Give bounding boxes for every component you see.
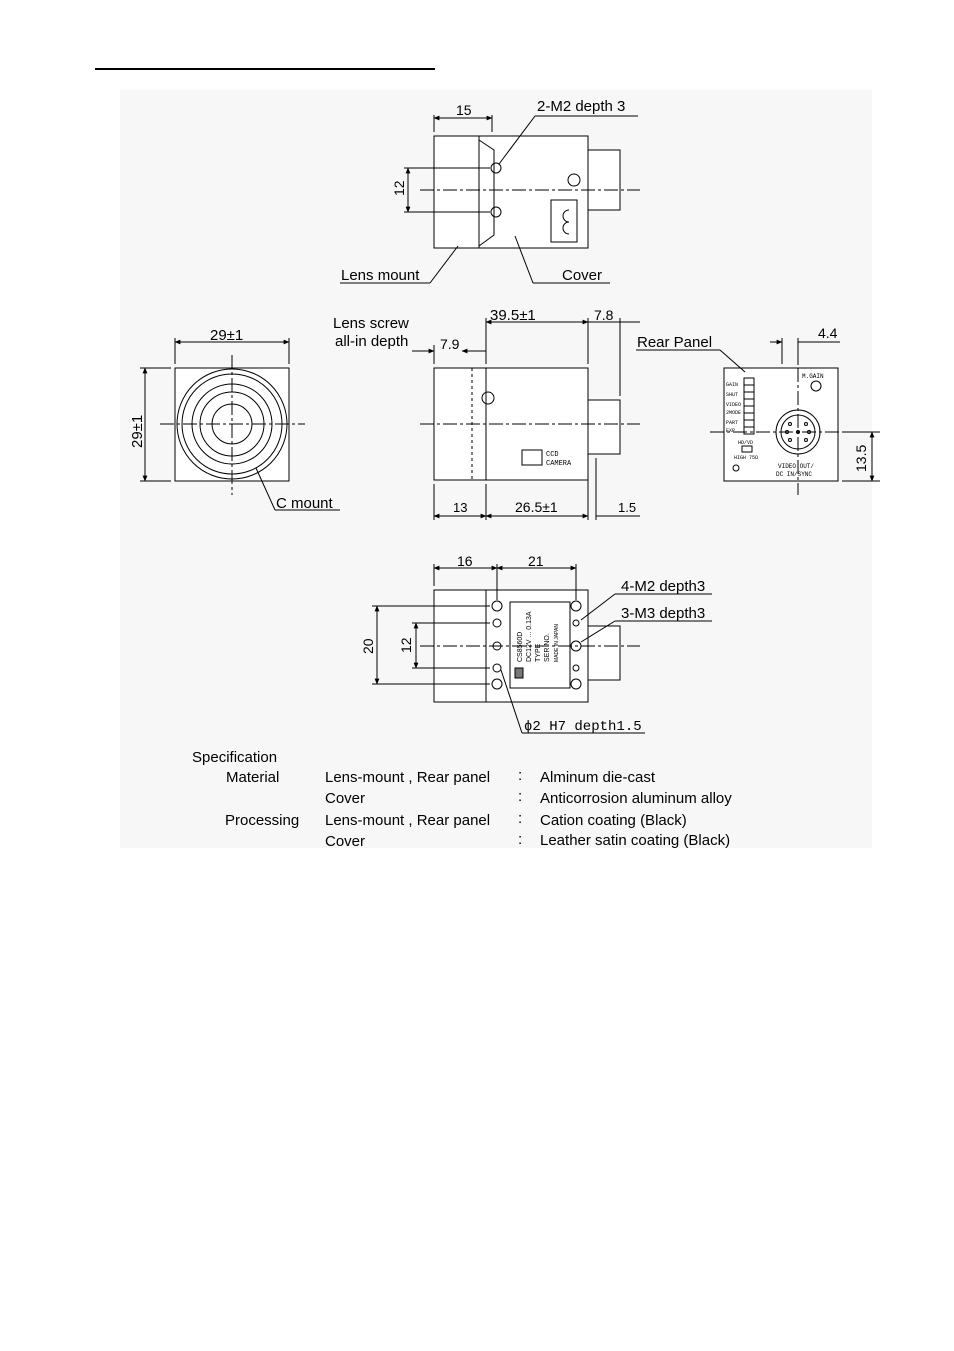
side-dim-body: 26.5±1: [515, 499, 558, 515]
bottom-callout-hole: ϕ2 H7 depth1.5: [524, 719, 642, 735]
side-dim-total: 39.5±1: [490, 307, 536, 324]
side-label-lens-screw-2: all-in depth: [335, 333, 408, 350]
rear-dim-offset: 4.4: [818, 325, 838, 341]
spec-sep: :: [518, 767, 523, 784]
rear-label-video-1: VIDEO OUT/: [778, 463, 814, 470]
spec-sep: :: [518, 831, 523, 848]
spec-value: Leather satin coating (Black): [540, 832, 731, 849]
bottom-callout-m3: 3-M3 depth3: [621, 605, 705, 622]
spec-group-processing: Processing: [225, 812, 300, 829]
side-label-lens-screw-1: Lens screw: [333, 315, 409, 332]
nameplate-line: CS8560D: [517, 632, 524, 662]
side-body-mark-2: CAMERA: [546, 460, 572, 468]
rear-dim-height: 13.5: [853, 445, 869, 472]
rear-switch-video: VIDEO: [726, 402, 741, 408]
spec-sep: :: [518, 788, 523, 805]
nameplate-line: TYPE: [535, 643, 542, 662]
side-dim-rear: 7.8: [594, 307, 614, 323]
spec-part: Lens-mount , Rear panel: [325, 812, 491, 829]
rear-switch-gain: GAIN: [726, 382, 738, 388]
spec-value: Cation coating (Black): [540, 812, 687, 829]
side-view: [412, 318, 640, 520]
front-label-c-mount: C mount: [276, 495, 334, 512]
spec-group-material: Material: [226, 769, 280, 786]
rear-switch-2mode: 2MODE: [726, 410, 741, 416]
side-dim-front: 13: [453, 500, 467, 515]
spec-part: Cover: [325, 790, 366, 807]
bottom-dim-left: 16: [457, 553, 473, 569]
rear-switch-exp: EXP: [726, 428, 735, 434]
rear-label-video-2: DC IN/SYNC: [776, 471, 812, 478]
header-rule: [95, 68, 435, 70]
rear-panel: [636, 338, 880, 495]
bottom-dim-right: 21: [528, 553, 544, 569]
rear-label-high: HIGH 75Ω: [734, 455, 758, 461]
spec-part: Lens-mount , Rear panel: [325, 769, 491, 786]
rear-label-m-gain: M.GAIN: [802, 373, 824, 380]
rear-panel-title: Rear Panel: [637, 334, 712, 351]
front-dim-width: 29±1: [210, 327, 243, 344]
spec-part: Cover: [325, 833, 366, 850]
top-callout-screws: 2-M2 depth 3: [537, 98, 625, 115]
nameplate-line: SER NO.: [544, 633, 551, 662]
rear-switch-shut: SHUT: [726, 392, 738, 398]
nameplate: CS8560D DC12V ... 0.13A TYPE SER NO. MAD…: [517, 611, 560, 662]
top-dim-spacing: 12: [391, 180, 407, 196]
front-view: [140, 338, 340, 511]
bottom-dim-height: 20: [360, 638, 376, 654]
spec-value: Anticorrosion aluminum alloy: [540, 790, 732, 807]
bottom-view: [372, 564, 712, 734]
side-dim-lens-depth: 7.9: [440, 336, 460, 352]
bottom-dim-spacing: 12: [398, 637, 414, 653]
side-dim-back: 1.5: [618, 500, 636, 515]
top-dim-width: 15: [456, 102, 472, 118]
top-label-cover: Cover: [562, 267, 602, 284]
rear-switch-part: PART: [726, 420, 738, 426]
spec-title: Specification: [192, 749, 278, 766]
spec-sep: :: [518, 810, 523, 827]
top-view: [340, 115, 640, 284]
nameplate-line: DC12V ... 0.13A: [526, 611, 533, 662]
rear-label-hd-vd: HD/VD: [738, 440, 753, 446]
side-body-mark-1: CCD: [546, 451, 559, 459]
bottom-callout-m2: 4-M2 depth3: [621, 578, 705, 595]
top-label-lens-mount: Lens mount: [341, 267, 420, 284]
nameplate-line: MADE IN JAPAN: [554, 624, 560, 662]
front-dim-height: 29±1: [129, 415, 146, 448]
spec-value: Alminum die-cast: [540, 769, 656, 786]
